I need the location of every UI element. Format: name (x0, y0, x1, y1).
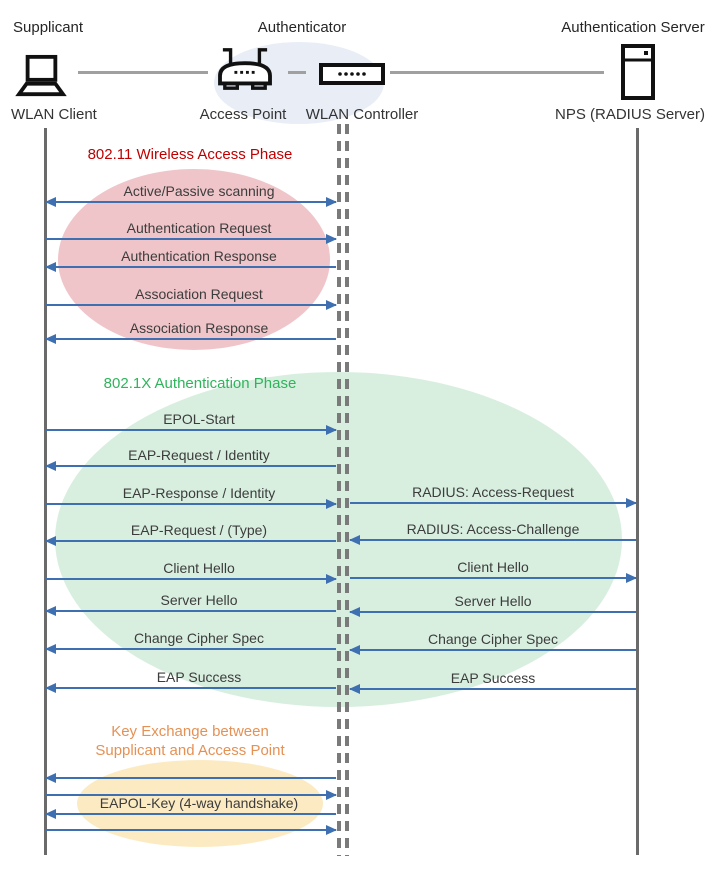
arrow-left-icon (45, 773, 336, 783)
role-authentication-server: Authentication Server (561, 19, 705, 36)
arrow-left-icon (349, 607, 636, 617)
arrow-left-icon (45, 606, 336, 616)
arrow-right-icon (46, 790, 337, 800)
phase1-title: 802.11 Wireless Access Phase (87, 146, 293, 163)
phase3-ellipse (77, 760, 323, 847)
arrow-left-icon (45, 536, 336, 546)
device-wlan-controller: WLAN Controller (305, 106, 419, 123)
lifeline-access-point-dashed (337, 124, 341, 856)
lifeline-wlan-controller-dashed (345, 124, 349, 856)
connector-line-middle (288, 71, 306, 74)
device-access-point: Access Point (199, 106, 287, 123)
arrow-left-icon (45, 334, 336, 344)
connector-line-right (390, 71, 604, 74)
wlan-controller-icon (319, 63, 385, 85)
arrow-right-icon (46, 234, 337, 244)
arrow-left-icon (45, 809, 336, 819)
arrow-right-icon (350, 498, 637, 508)
access-point-icon (214, 44, 276, 94)
phase2-title: 802.1X Authentication Phase (103, 375, 297, 392)
arrow-right-icon (46, 499, 337, 509)
phase3-title-line1: Key Exchange between (111, 723, 269, 740)
arrow-left-icon (45, 461, 336, 471)
role-authenticator: Authenticator (257, 19, 347, 36)
phase3-title-line2: Supplicant and Access Point (95, 742, 285, 759)
arrow-left-icon (349, 535, 636, 545)
phase1-ellipse (58, 169, 330, 350)
laptop-icon (12, 54, 70, 98)
server-icon (621, 44, 655, 100)
arrow-right-icon (46, 825, 337, 835)
arrow-both-icon (45, 197, 337, 207)
phase3-title: Key Exchange between Supplicant and Acce… (45, 722, 335, 760)
lifeline-radius-server (636, 128, 639, 855)
arrow-right-icon (46, 574, 337, 584)
arrow-left-icon (349, 684, 636, 694)
arrow-left-icon (45, 683, 336, 693)
arrow-right-icon (46, 300, 337, 310)
arrow-right-icon (350, 573, 637, 583)
arrow-left-icon (45, 262, 336, 272)
lifeline-wlan-client (44, 128, 47, 855)
arrow-left-icon (349, 645, 636, 655)
device-nps-radius-server: NPS (RADIUS Server) (554, 106, 706, 123)
device-wlan-client: WLAN Client (11, 106, 97, 123)
role-supplicant: Supplicant (13, 19, 84, 36)
arrow-left-icon (45, 644, 336, 654)
connector-line-left (78, 71, 208, 74)
arrow-right-icon (46, 425, 337, 435)
